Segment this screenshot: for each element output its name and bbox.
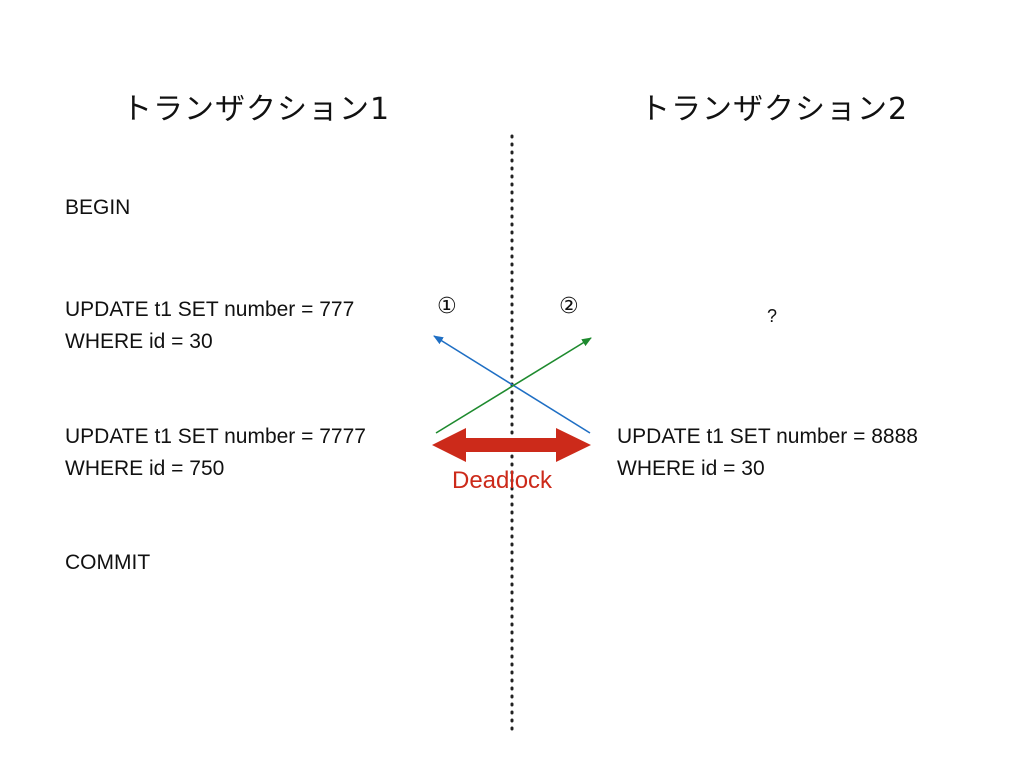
t1-commit: COMMIT <box>65 547 150 579</box>
t1-begin: BEGIN <box>65 192 130 224</box>
t2-question-mark: ? <box>767 306 778 326</box>
deadlock-label: Deadlock <box>452 467 553 494</box>
t1-begin-text: BEGIN <box>65 196 131 219</box>
transaction1-title: トランザクション1 <box>122 92 391 127</box>
transaction2-title: トランザクション2 <box>640 92 909 127</box>
step-marker-1: ① <box>437 294 457 319</box>
t1-update-1: UPDATE t1 SET number = 777 WHERE id = 30 <box>65 294 354 358</box>
green-arrow <box>435 337 592 434</box>
t2-update-line-2: WHERE id = 30 <box>617 457 765 480</box>
deadlock-double-arrow <box>432 428 591 462</box>
t2-update-line-1: UPDATE t1 SET number = 8888 <box>617 425 918 448</box>
blue-arrow <box>433 335 591 434</box>
t1-update-2: UPDATE t1 SET number = 7777 WHERE id = 7… <box>65 421 366 485</box>
t1-update-2-line-2: WHERE id = 750 <box>65 457 225 480</box>
t1-update-2-line-1: UPDATE t1 SET number = 7777 <box>65 425 366 448</box>
t1-update-1-line-2: WHERE id = 30 <box>65 330 213 353</box>
t1-update-1-line-1: UPDATE t1 SET number = 777 <box>65 298 355 321</box>
step-marker-2: ② <box>559 294 579 319</box>
t2-update: UPDATE t1 SET number = 8888 WHERE id = 3… <box>617 421 918 485</box>
t1-commit-text: COMMIT <box>65 551 151 574</box>
